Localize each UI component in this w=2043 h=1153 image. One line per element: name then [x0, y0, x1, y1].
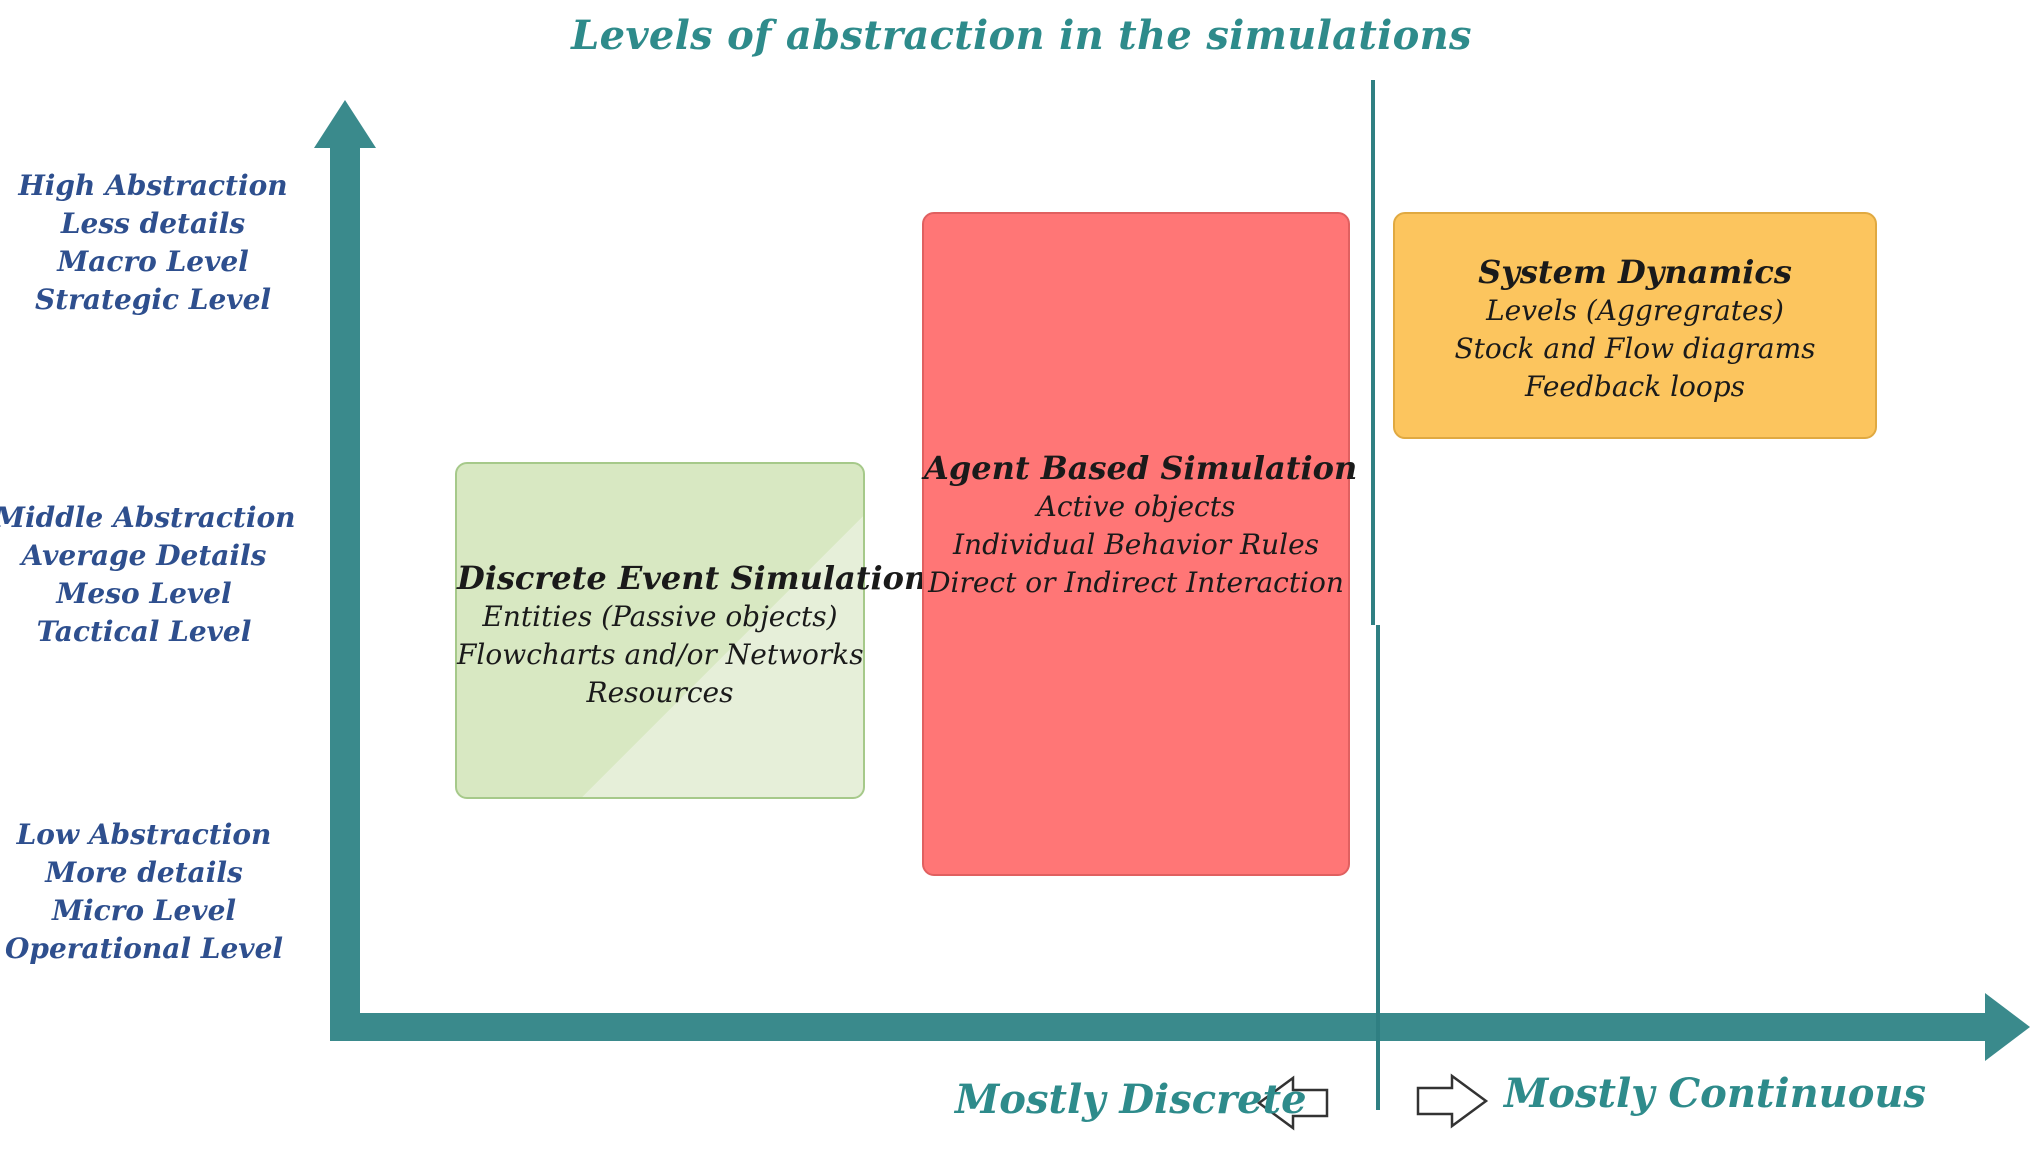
- level-label: Micro Level: [51, 894, 237, 927]
- level-label: Operational Level: [4, 932, 284, 965]
- box-line: Active objects: [1036, 490, 1236, 523]
- box-line: Feedback loops: [1524, 370, 1746, 403]
- box-line: Individual Behavior Rules: [952, 528, 1320, 561]
- box-line: Stock and Flow diagrams: [1454, 332, 1816, 365]
- level-label: Macro Level: [57, 245, 249, 278]
- x-label-discrete: Mostly Discrete: [955, 1076, 1307, 1123]
- level-label: High Abstraction: [18, 169, 288, 202]
- level-label: Less details: [60, 207, 246, 240]
- box-title: System Dynamics: [1478, 253, 1792, 291]
- y-level-high: High Abstraction Less details Macro Leve…: [3, 167, 303, 319]
- level-label: More details: [45, 856, 243, 889]
- box-line: Flowcharts and/or Networks: [457, 638, 864, 671]
- right-arrow-icon: [1416, 1073, 1489, 1129]
- discrete-event-simulation-box: Discrete Event Simulation Entities (Pass…: [455, 462, 928, 799]
- level-label: Middle Abstraction: [0, 501, 296, 534]
- box-line: Direct or Indirect Interaction: [928, 566, 1344, 599]
- x-axis: [330, 1013, 1990, 1041]
- x-axis-arrowhead: [1985, 993, 2030, 1061]
- box-line: Levels (Aggregrates): [1486, 294, 1784, 327]
- y-level-middle: Middle Abstraction Average Details Meso …: [0, 499, 296, 651]
- box-line: Entities (Passive objects): [482, 600, 838, 633]
- level-label: Low Abstraction: [16, 818, 272, 851]
- x-label-continuous: Mostly Continuous: [1504, 1070, 1927, 1117]
- left-arrow-icon: [1256, 1075, 1329, 1131]
- agent-based-simulation-box: Agent Based Simulation Active objects In…: [922, 212, 1358, 876]
- y-axis-arrowhead: [314, 100, 376, 148]
- level-label: Strategic Level: [34, 283, 272, 316]
- y-axis: [330, 145, 360, 1035]
- level-label: Meso Level: [56, 577, 232, 610]
- level-label: Tactical Level: [36, 615, 252, 648]
- y-level-low: Low Abstraction More details Micro Level…: [0, 816, 294, 968]
- level-label: Average Details: [21, 539, 267, 572]
- box-title: Discrete Event Simulation: [457, 559, 928, 597]
- box-line: Resources: [586, 676, 734, 709]
- system-dynamics-box: System Dynamics Levels (Aggregrates) Sto…: [1393, 212, 1877, 439]
- diagram-title: Levels of abstraction in the simulations: [571, 12, 1472, 59]
- box-title: Agent Based Simulation: [924, 449, 1358, 487]
